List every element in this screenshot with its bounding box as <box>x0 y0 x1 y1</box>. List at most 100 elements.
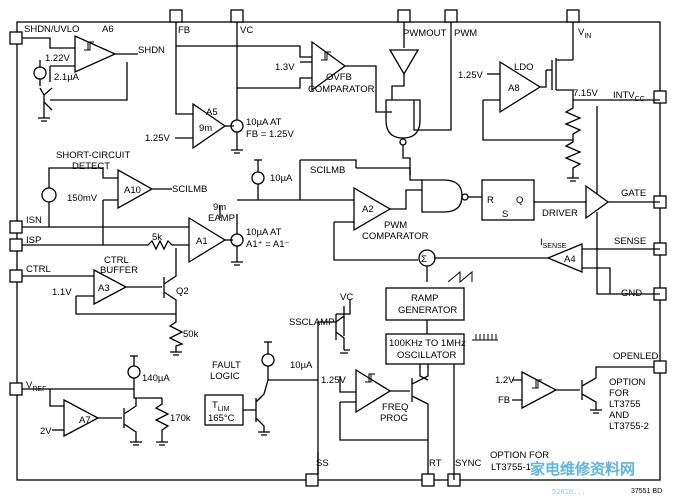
label-freq: FREQ <box>382 402 408 413</box>
figure-id: 37551 BD <box>631 488 662 495</box>
label-5k: 5k <box>152 232 162 243</box>
a7-amp <box>63 398 100 438</box>
label-a1: A1 <box>196 236 208 247</box>
label-150mv: 150mV <box>67 193 98 204</box>
label-a6: A6 <box>102 24 114 35</box>
watermark-url: 52010... <box>552 488 586 496</box>
label-ss: SS <box>316 458 329 469</box>
label-a3: A3 <box>98 283 110 294</box>
label-125v-a: 1.25V <box>145 133 170 144</box>
label-10ua-fb-1: 10µA AT <box>246 117 282 128</box>
label-ldo: LDO <box>514 62 534 73</box>
label-125v-b: 1.25V <box>458 70 483 81</box>
label-2v: 2V <box>40 426 52 437</box>
pin-vc[interactable] <box>230 9 244 23</box>
label-vin: VIN <box>578 27 591 40</box>
label-prog: PROG <box>380 413 408 424</box>
ramp-generator <box>385 287 465 321</box>
watermark: 家电维修资料网 <box>530 460 635 478</box>
label-fault: FAULT <box>212 360 241 371</box>
label-isn: ISN <box>26 215 42 226</box>
label-shdn-uvlo: SHDN/UVLO <box>24 24 79 35</box>
label-sense: SENSE <box>614 236 646 247</box>
label-50k: 50k <box>183 329 199 340</box>
nand-gate <box>385 99 421 139</box>
label-ramp-generator: GENERATOR <box>398 305 457 316</box>
label-ovfb-comparator: COMPARATOR <box>308 84 375 95</box>
label-gnd: GND <box>621 288 642 299</box>
label-for: FOR <box>609 388 629 399</box>
label-21ua: 2.1µA <box>54 72 80 83</box>
label-a7: A7 <box>79 415 91 426</box>
label-scilmb: SCILMB <box>172 184 207 195</box>
label-lt3755-2: LT3755-2 <box>609 421 649 432</box>
ovfb-comparator <box>311 40 347 92</box>
label-fb: FB <box>178 25 190 36</box>
label-a4: A4 <box>564 254 576 265</box>
a2-pwm-comparator <box>353 186 392 232</box>
label-option: OPTION <box>609 377 646 388</box>
label-fb-2: FB <box>498 395 510 406</box>
label-sigma: Σ <box>421 254 427 265</box>
label-scilmb-2: SCILMB <box>310 165 345 176</box>
a1-eamp <box>188 216 227 264</box>
pin-shdn[interactable] <box>9 31 23 45</box>
label-short-circuit: SHORT-CIRCUIT <box>56 150 130 161</box>
label-osc-freq: 100KHz TO 1MHz <box>389 338 466 349</box>
label-intvcc: INTVCC <box>613 90 645 103</box>
label-vc-2: VC <box>340 292 353 303</box>
label-ramp: RAMP <box>411 293 438 304</box>
pin-vref[interactable] <box>9 382 23 396</box>
pin-openled[interactable] <box>653 360 667 374</box>
label-latch-q: Q <box>516 195 523 206</box>
pin-ss[interactable] <box>305 473 319 487</box>
label-ovfb: OVFB <box>326 72 352 83</box>
openled-comparator <box>521 370 558 410</box>
pin-fb[interactable] <box>169 9 183 23</box>
a10-amp <box>117 168 154 210</box>
label-pwm: PWM <box>454 28 477 39</box>
label-isp: ISP <box>26 235 41 246</box>
oscillator <box>385 333 465 365</box>
label-165c: 165°C <box>208 413 235 424</box>
label-vc: VC <box>240 25 253 36</box>
label-detect: DETECT <box>72 161 110 172</box>
label-driver: DRIVER <box>542 208 578 219</box>
freq-prog-amp <box>355 368 392 414</box>
pin-intvcc[interactable] <box>653 90 667 104</box>
pwmout-buffer <box>388 49 420 76</box>
pin-isn[interactable] <box>9 220 23 234</box>
pin-rt[interactable] <box>421 473 435 487</box>
pin-vin[interactable] <box>566 9 580 23</box>
label-pwmout: PWMOUT <box>403 28 446 39</box>
label-170k: 170k <box>170 413 191 424</box>
label-latch-r: R <box>487 195 494 206</box>
label-122v: 1.22V <box>45 53 70 64</box>
label-tlim: TLIM <box>212 400 230 413</box>
label-isense: ISENSE <box>540 237 567 250</box>
label-13v: 1.3V <box>275 62 295 73</box>
label-q2: Q2 <box>176 286 189 297</box>
label-latch-s: S <box>502 209 508 220</box>
label-shdn: SHDN <box>138 45 165 56</box>
pin-isp[interactable] <box>9 238 23 252</box>
label-12v: 1.2V <box>495 375 515 386</box>
label-10ua: 10µA <box>270 173 293 184</box>
label-ctrl-buffer-1: CTRL <box>104 255 129 266</box>
pin-ctrl[interactable] <box>9 269 23 283</box>
a5-amp <box>192 102 227 150</box>
label-gate: GATE <box>621 188 646 199</box>
pin-pwmout[interactable] <box>397 9 411 23</box>
label-10ua-a1-1: 10µA AT <box>246 227 282 238</box>
label-10ua-fb-2: FB = 1.25V <box>246 129 294 140</box>
label-pwm-comparator-1: PWM <box>384 220 407 231</box>
label-a5: A5 <box>206 107 218 118</box>
label-rt: RT <box>429 458 442 469</box>
label-140ua: 140µA <box>142 373 170 384</box>
label-eamp: EAMP <box>208 213 235 224</box>
pin-pwm[interactable] <box>444 9 458 23</box>
label-lt3755-1: LT3755-1 <box>491 462 531 473</box>
label-logic: LOGIC <box>210 371 240 382</box>
